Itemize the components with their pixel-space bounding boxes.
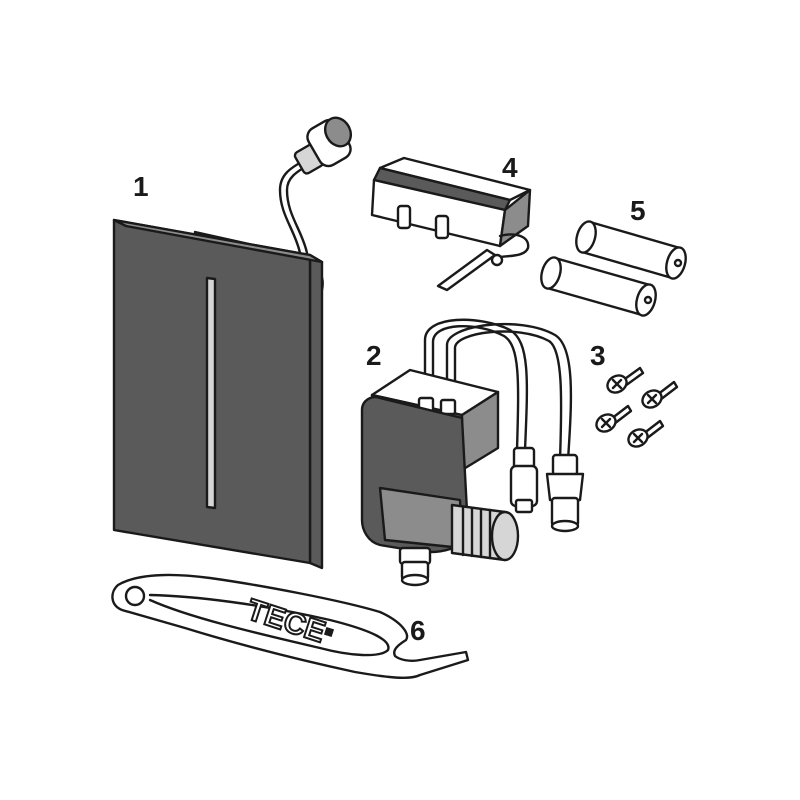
callout-1: 1 — [133, 171, 149, 202]
callout-6: 6 — [410, 615, 426, 646]
key-body — [111, 573, 470, 679]
part-4-battery-box — [370, 156, 532, 292]
screw-1 — [606, 366, 645, 394]
screw-2 — [641, 380, 679, 409]
plate-cable-connector — [293, 116, 353, 175]
screw-3 — [595, 404, 633, 433]
plate-edge — [308, 253, 324, 570]
callout-5: 5 — [630, 195, 646, 226]
valve-threaded-outlet — [450, 503, 520, 562]
screw-4 — [627, 419, 665, 448]
part-3-screws — [595, 366, 679, 448]
callout-2: 2 — [366, 340, 382, 371]
sensor-window — [205, 276, 217, 510]
part-5-batteries — [540, 220, 687, 317]
part-1-flush-plate — [112, 116, 353, 570]
valve-cable-connector-small — [509, 446, 539, 514]
valve-cable-connector-large — [545, 453, 585, 533]
battery-bottom — [540, 256, 657, 317]
part-6-removal-key: TECE — [111, 573, 470, 679]
key-logo-dot — [323, 626, 335, 638]
callout-4: 4 — [502, 152, 518, 183]
valve-bottom-nozzle — [398, 546, 432, 587]
battery-box-plug — [436, 248, 497, 292]
battery-top — [575, 220, 687, 280]
part-2-solenoid-valve — [360, 318, 585, 587]
key-hole — [124, 585, 146, 607]
callout-3: 3 — [590, 340, 606, 371]
